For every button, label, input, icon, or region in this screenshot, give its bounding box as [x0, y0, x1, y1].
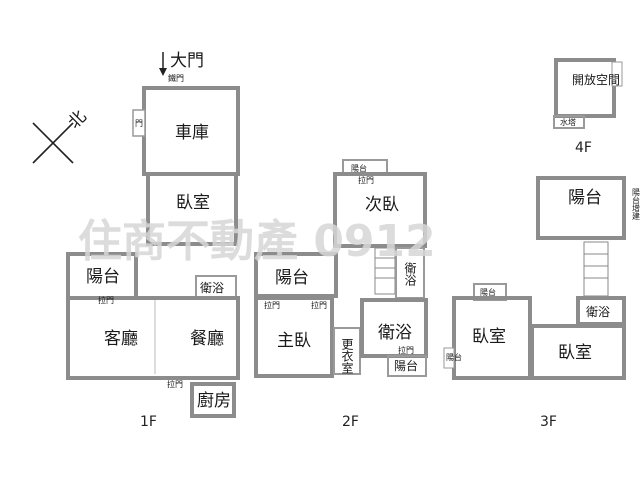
bedroom-left-3f-label: 臥室 — [472, 327, 506, 347]
bathroom-side-2f-label: 衛浴 — [403, 262, 417, 287]
side-gate — [132, 109, 146, 137]
sliding-mid-2f-label-2: 拉門 — [311, 300, 327, 310]
master-bedroom — [254, 296, 334, 378]
balcony-small-2f-label: 陽台 — [394, 358, 418, 373]
second-bedroom — [333, 172, 427, 248]
floor-4-plan: 開放空間 水塔 4F — [553, 58, 623, 156]
sliding-door-1f-label: 拉門 — [98, 295, 114, 305]
stairs-3f — [583, 241, 609, 297]
entrance-arrow-icon — [159, 68, 167, 76]
garage-gate-label: 鐵門 — [168, 73, 184, 83]
floor-1-label: 1F — [140, 414, 157, 430]
north-compass: 北 — [32, 107, 91, 164]
sliding-mid-2f-label-1: 拉門 — [264, 300, 280, 310]
balcony-top-3f — [536, 176, 626, 240]
balcony-extension-note: 陽台增建 — [632, 188, 640, 221]
side-gate-label: 門 — [135, 119, 143, 128]
watermark-text: 住商不動產 0912 — [78, 216, 436, 267]
compass-cross-line — [32, 122, 74, 164]
open-space-4f — [554, 58, 616, 118]
side-door-3f — [443, 347, 455, 369]
balcony-mid-2f-label: 陽台 — [275, 268, 309, 288]
bedroom-1f-label: 臥室 — [176, 193, 210, 213]
kitchen — [190, 382, 236, 418]
master-bedroom-label: 主臥 — [277, 331, 311, 351]
balcony-top-3f-label: 陽台 — [568, 188, 602, 208]
sliding-bottom-2f-label: 拉門 — [398, 345, 414, 355]
north-label: 北 — [65, 107, 91, 133]
main-entrance: 大門 — [159, 51, 204, 76]
dining-room-label: 餐廳 — [190, 329, 224, 349]
floor-2-label: 2F — [342, 414, 359, 430]
living-dining-area — [66, 296, 240, 380]
bedroom-right-3f-label: 臥室 — [558, 343, 592, 363]
side-door-3f-label: 陽台 — [446, 352, 462, 362]
balcony-top-2f-label: 陽台 — [351, 163, 367, 173]
open-space-4f-label: 開放空間 — [572, 72, 620, 87]
balcony-small-2f — [387, 355, 427, 377]
floor-3-label: 3F — [540, 414, 557, 430]
kitchen-label: 廚房 — [197, 390, 231, 411]
closet-label: 更衣室 — [340, 338, 354, 374]
entrance-label: 大門 — [170, 51, 204, 71]
bathroom-3f-label: 衛浴 — [586, 305, 610, 319]
floor-3-plan: 陽台 陽台增建 陽台 衛浴 臥室 陽台 臥室 3F — [443, 176, 640, 430]
second-bedroom-label: 次臥 — [365, 195, 399, 215]
sliding-door-1f-label-2: 拉門 — [167, 379, 183, 389]
floor-4-label: 4F — [575, 140, 592, 156]
stairs-4f — [611, 61, 623, 87]
bathroom-1f-label: 衛浴 — [200, 281, 224, 295]
bedroom-1f — [146, 172, 238, 246]
bathroom-2f-label: 衛浴 — [378, 323, 412, 343]
garage-label: 車庫 — [175, 123, 209, 143]
balcony-small-3f-label: 陽台 — [480, 287, 496, 297]
balcony-1f-label: 陽台 — [86, 267, 120, 287]
bedroom-right-3f — [530, 324, 626, 380]
water-tower — [553, 115, 585, 129]
floor-2-plan: 陽台 拉門 次臥 衛浴 陽台 拉門 拉門 主臥 更衣室 衛浴 拉門 陽台 2F — [254, 159, 428, 430]
living-room-label: 客廳 — [104, 329, 138, 349]
water-tower-label: 水塔 — [560, 117, 576, 127]
sliding-top-2f-label: 拉門 — [358, 175, 374, 185]
floor-1-plan: 鐵門 門 車庫 臥室 陽台 衛浴 客廳 餐廳 拉門 拉門 廚房 1F — [66, 73, 240, 430]
